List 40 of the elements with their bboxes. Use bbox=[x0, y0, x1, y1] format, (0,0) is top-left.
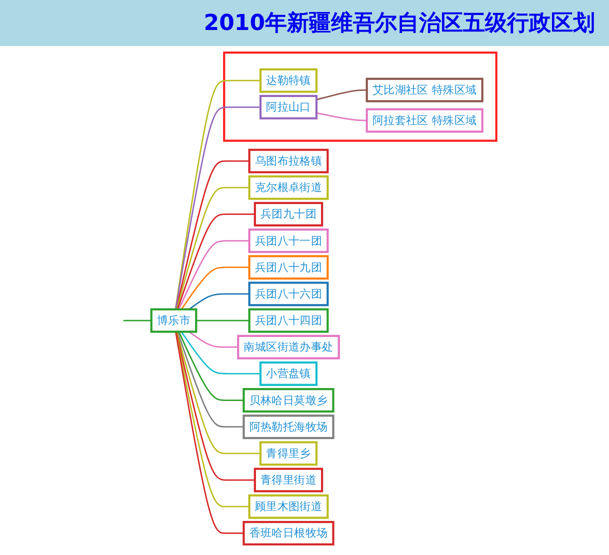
node-box: 兵团八十六团 bbox=[248, 282, 328, 306]
connector bbox=[176, 332, 244, 428]
connector bbox=[175, 160, 249, 310]
connector bbox=[188, 293, 249, 310]
title: 2010年新疆维吾尔自治区五级行政区划 bbox=[204, 10, 595, 38]
connector bbox=[178, 331, 244, 401]
node-box: 博乐市 bbox=[150, 308, 197, 333]
connector bbox=[176, 186, 249, 310]
connector bbox=[122, 320, 151, 322]
connector bbox=[176, 214, 254, 310]
node-box: 乌图布拉格镇 bbox=[248, 148, 328, 174]
node-box: 达勒特镇 bbox=[258, 68, 318, 93]
connector bbox=[180, 331, 260, 374]
connector bbox=[180, 266, 249, 310]
node-box: 阿拉套社区 特殊区域 bbox=[365, 108, 483, 133]
cluster bbox=[222, 52, 497, 142]
node-box: 贝林哈日莫墩乡 bbox=[242, 388, 334, 413]
node-box: 兵团九十团 bbox=[253, 202, 323, 226]
node-box: 兵团八十一团 bbox=[248, 228, 328, 254]
connector bbox=[176, 332, 260, 454]
connector bbox=[175, 332, 254, 481]
connector bbox=[174, 332, 249, 508]
connector bbox=[178, 240, 249, 310]
node-box: 南城区街道办事处 bbox=[236, 334, 340, 360]
node-box: 阿热勒托海牧场 bbox=[242, 414, 334, 440]
node-box: 阿拉山口 bbox=[258, 94, 318, 120]
node-box: 青得里街道 bbox=[253, 468, 323, 492]
node-box: 香班哈日根牧场 bbox=[242, 520, 334, 546]
node-box: 兵团八十九团 bbox=[248, 255, 328, 280]
node-box: 兵团八十四团 bbox=[248, 308, 328, 333]
connector bbox=[316, 89, 366, 100]
node-box: 顾里木图街道 bbox=[248, 494, 328, 519]
connector bbox=[196, 320, 249, 322]
node-box: 克尔根卓街道 bbox=[248, 175, 328, 200]
node-box: 青得里乡 bbox=[258, 441, 318, 466]
node-box: 艾比湖社区 特殊区域 bbox=[365, 78, 483, 102]
connector bbox=[188, 331, 238, 348]
connector bbox=[174, 332, 244, 534]
connector bbox=[316, 112, 366, 122]
node-box: 小营盘镇 bbox=[258, 361, 318, 386]
